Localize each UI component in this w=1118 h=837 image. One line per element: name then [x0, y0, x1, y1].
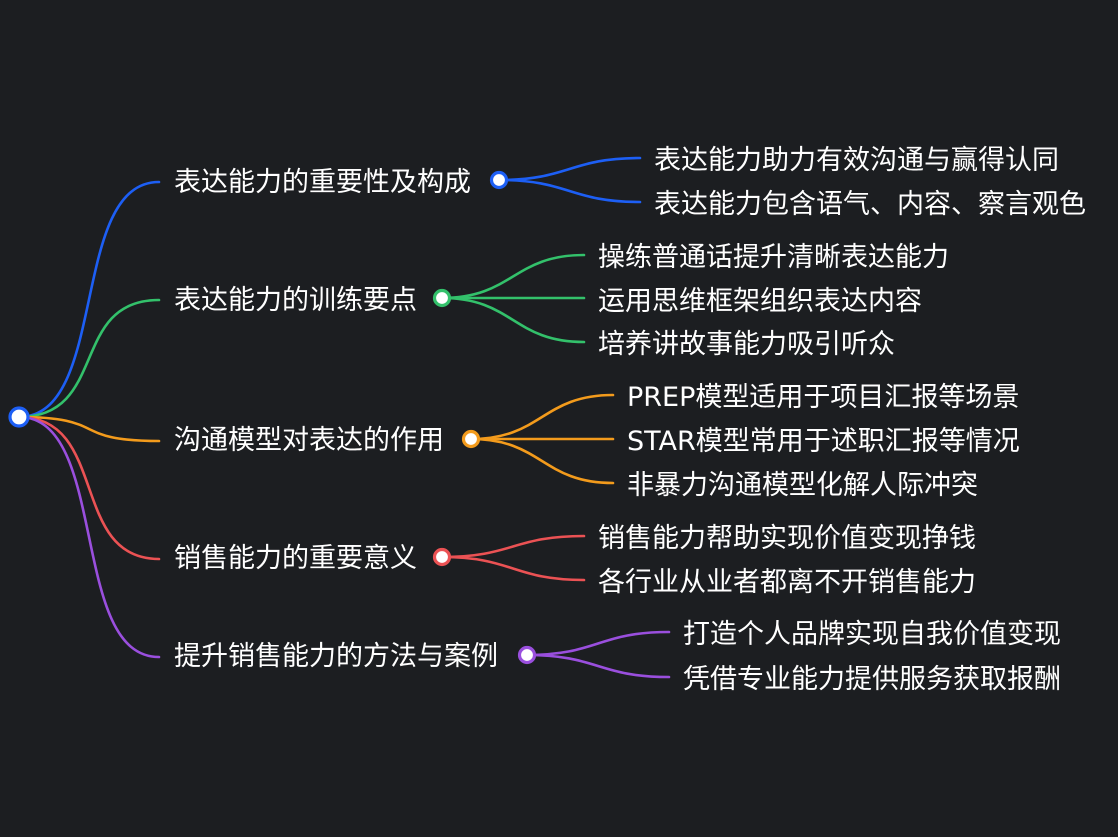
edges-layer — [17, 156, 671, 679]
branch-label-0: 表达能力的重要性及构成 — [174, 167, 471, 198]
leaf-edge-1-2 — [440, 296, 586, 344]
leaf-label-0-1: 表达能力包含语气、内容、察言观色 — [654, 189, 1086, 220]
leaf-edge-3-0 — [440, 534, 586, 559]
leaf-label-4-0: 打造个人品牌实现自我价值变现 — [683, 619, 1061, 650]
branch-node-4[interactable] — [517, 645, 537, 665]
nodes-layer — [8, 170, 537, 665]
leaf-label-1-0: 操练普通话提升清晰表达能力 — [598, 242, 949, 273]
branch-node-2[interactable] — [461, 429, 481, 449]
leaf-edge-1-0 — [440, 253, 586, 300]
leaf-edge-2-2 — [469, 437, 615, 485]
leaf-edge-4-1 — [525, 653, 671, 679]
leaf-label-3-0: 销售能力帮助实现价值变现挣钱 — [598, 523, 976, 554]
leaf-label-2-0: PREP模型适用于项目汇报等场景 — [627, 382, 1019, 413]
leaf-label-1-1: 运用思维框架组织表达内容 — [598, 286, 922, 317]
leaf-label-2-1: STAR模型常用于述职汇报等情况 — [627, 426, 1020, 457]
branch-node-1[interactable] — [432, 288, 452, 308]
branch-label-1: 表达能力的训练要点 — [174, 285, 417, 316]
leaf-label-3-1: 各行业从业者都离不开销售能力 — [598, 567, 976, 598]
leaf-edge-4-0 — [525, 630, 671, 657]
leaf-edge-0-0 — [497, 156, 642, 182]
leaf-label-2-2: 非暴力沟通模型化解人际冲突 — [627, 470, 978, 501]
leaf-label-1-2: 培养讲故事能力吸引听众 — [598, 329, 895, 360]
branch-label-2: 沟通模型对表达的作用 — [174, 425, 444, 456]
branch-node-3[interactable] — [432, 547, 452, 567]
branch-label-4: 提升销售能力的方法与案例 — [174, 641, 498, 672]
branch-label-3: 销售能力的重要意义 — [174, 543, 417, 574]
branch-edge-4 — [17, 415, 161, 659]
branch-edge-3 — [17, 415, 161, 561]
leaf-edge-0-1 — [497, 178, 642, 204]
branch-node-0[interactable] — [489, 170, 509, 190]
leaf-label-4-1: 凭借专业能力提供服务获取报酬 — [683, 664, 1061, 695]
branch-edge-0 — [17, 180, 161, 419]
root-node[interactable] — [8, 406, 30, 428]
leaf-label-0-0: 表达能力助力有效沟通与赢得认同 — [654, 145, 1059, 176]
branch-edge-1 — [17, 298, 161, 419]
leaf-edge-2-0 — [469, 393, 615, 441]
leaf-edge-3-1 — [440, 555, 586, 582]
branch-edge-2 — [17, 415, 161, 443]
